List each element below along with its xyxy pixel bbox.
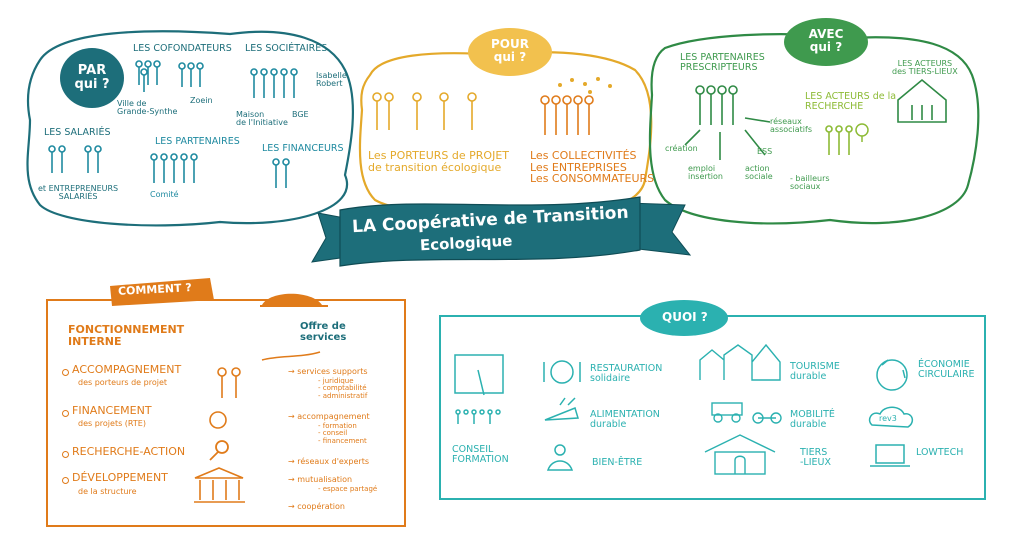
- partenaires-heading: LES PARTENAIRES: [155, 136, 240, 147]
- comment-frame: [46, 299, 406, 527]
- isabelle-label: Isabelle Robert: [316, 71, 347, 89]
- conseil-label: CONSEIL FORMATION: [452, 444, 509, 465]
- item-developpement-sub: de la structure: [78, 487, 137, 496]
- laptop-icon: [870, 444, 910, 467]
- collectivites-label: Les COLLECTIVITÉS Les ENTREPRISES Les CO…: [530, 149, 655, 186]
- item-developpement-title: DÉVELOPPEMENT: [72, 471, 168, 484]
- bullet-dot: [62, 451, 69, 458]
- item-financement-title: FINANCEMENT: [72, 404, 152, 417]
- bge-label: BGE: [292, 110, 309, 119]
- bulb-icon: [855, 123, 869, 142]
- prescripteurs-heading: LES PARTENAIRES PRESCRIPTEURS: [680, 52, 765, 73]
- mobilite-label: MOBILITÉ durable: [790, 409, 835, 430]
- service-mutualisation-details: - espace partagé: [318, 485, 378, 493]
- service-cooperation: → coopération: [288, 502, 345, 511]
- ess-label: ESS: [757, 147, 773, 156]
- people-group-icon: [217, 367, 241, 398]
- lowtech-label: LOWTECH: [916, 447, 964, 458]
- people-group-icon: [540, 77, 612, 135]
- par-qui-frame: [26, 30, 354, 227]
- temple-icon: [194, 467, 245, 503]
- pour-qui-badge: [468, 28, 552, 76]
- cofondateurs-heading: LES COFONDATEURS: [133, 43, 232, 54]
- ville-label: Ville de Grande-Synthe: [117, 99, 178, 117]
- coin-icon: [209, 411, 227, 429]
- bien-etre-label: BIEN-ÊTRE: [592, 457, 643, 468]
- emploi-label: emploi insertion: [688, 164, 723, 182]
- carrot-icon: [544, 397, 579, 421]
- bullet-dot: [62, 477, 69, 484]
- salaries-heading: LES SALARIÉS: [44, 127, 111, 138]
- tiers-lieux-heading: LES ACTEURS des TIERS-LIEUX: [892, 59, 958, 77]
- tiers-label: TIERS -LIEUX: [800, 447, 831, 468]
- entrepreneurs-label: et ENTREPRENEURS SALARIÉS: [38, 184, 119, 202]
- zoein-label: Zoein: [190, 96, 213, 105]
- cloud-icon: [868, 406, 914, 428]
- service-accompagnement: → accompagnement: [288, 412, 370, 421]
- societaires-heading: LES SOCIÉTAIRES: [245, 43, 328, 54]
- maison-label: Maison de l'Initiative: [236, 110, 288, 128]
- restauration-label: RESTAURATION solidaire: [590, 363, 663, 384]
- par-qui-label: PAR qui ?: [74, 63, 110, 92]
- service-mutualisation: → mutualisation: [288, 475, 353, 484]
- service-accompagnement-details: - formation - conseil - financement: [318, 422, 367, 445]
- porteurs-label: Les PORTEURS de PROJET de transition éco…: [368, 149, 510, 174]
- tourisme-label: TOURISME durable: [790, 361, 840, 382]
- people-group-icon: [454, 354, 504, 424]
- pour-qui-label: POUR qui ?: [491, 37, 529, 64]
- house-icon: [897, 78, 947, 123]
- rev3-label: rev3: [879, 414, 897, 423]
- people-group-icon: [825, 125, 853, 155]
- financeurs-heading: LES FINANCEURS: [262, 143, 344, 154]
- people-group-icon: [684, 85, 771, 160]
- people-group-icon: [48, 60, 298, 188]
- title-ribbon: [311, 196, 692, 267]
- plate-cutlery-icon: [543, 360, 581, 384]
- recherche-heading: LES ACTEURS de la RECHERCHE: [805, 91, 897, 112]
- service-reseaux: → réseaux d'experts: [288, 457, 370, 466]
- reseaux-label: réseaux associatifs: [770, 117, 812, 135]
- comment-badge: [110, 278, 214, 306]
- item-financement-sub: des projets (RTE): [78, 419, 146, 428]
- village-icon: [699, 343, 781, 381]
- service-supports-details: - juridique - comptabilité - administrat…: [318, 377, 368, 400]
- offre-heading: Offre de services: [300, 321, 347, 343]
- comite-label: Comité: [150, 190, 179, 199]
- item-accompagnement-sub: des porteurs de projet: [78, 378, 168, 387]
- action-label: action sociale: [745, 164, 773, 182]
- hall-icon: [704, 434, 776, 475]
- quoi-badge: [640, 300, 728, 336]
- economie-label: ÉCONOMIE CIRCULAIRE: [918, 359, 975, 380]
- pour-qui-frame: [358, 51, 653, 216]
- quoi-label: QUOI ?: [662, 310, 708, 324]
- avec-qui-label: AVEC qui ?: [808, 27, 844, 54]
- avec-qui-badge: [784, 18, 868, 66]
- alimentation-label: ALIMENTATION durable: [590, 409, 660, 430]
- item-recherche-title: RECHERCHE-ACTION: [72, 445, 186, 458]
- par-qui-badge: [60, 48, 124, 108]
- item-accompagnement-title: ACCOMPAGNEMENT: [72, 363, 182, 376]
- bullet-dot: [62, 369, 69, 376]
- bailleurs-label: - bailleurs sociaux: [790, 174, 830, 192]
- people-group-icon: [372, 92, 477, 130]
- service-supports: → services supports: [288, 367, 368, 376]
- fonctionnement-heading: FONCTIONNEMENT INTERNE: [68, 323, 185, 348]
- creation-label: création: [665, 144, 698, 153]
- bullet-dot: [62, 410, 69, 417]
- recycle-icon: [876, 359, 908, 391]
- serving-tray-icon: [260, 293, 328, 361]
- car-bike-icon: [711, 402, 782, 424]
- meditation-icon: [546, 444, 574, 471]
- magnifier-icon: [209, 440, 229, 461]
